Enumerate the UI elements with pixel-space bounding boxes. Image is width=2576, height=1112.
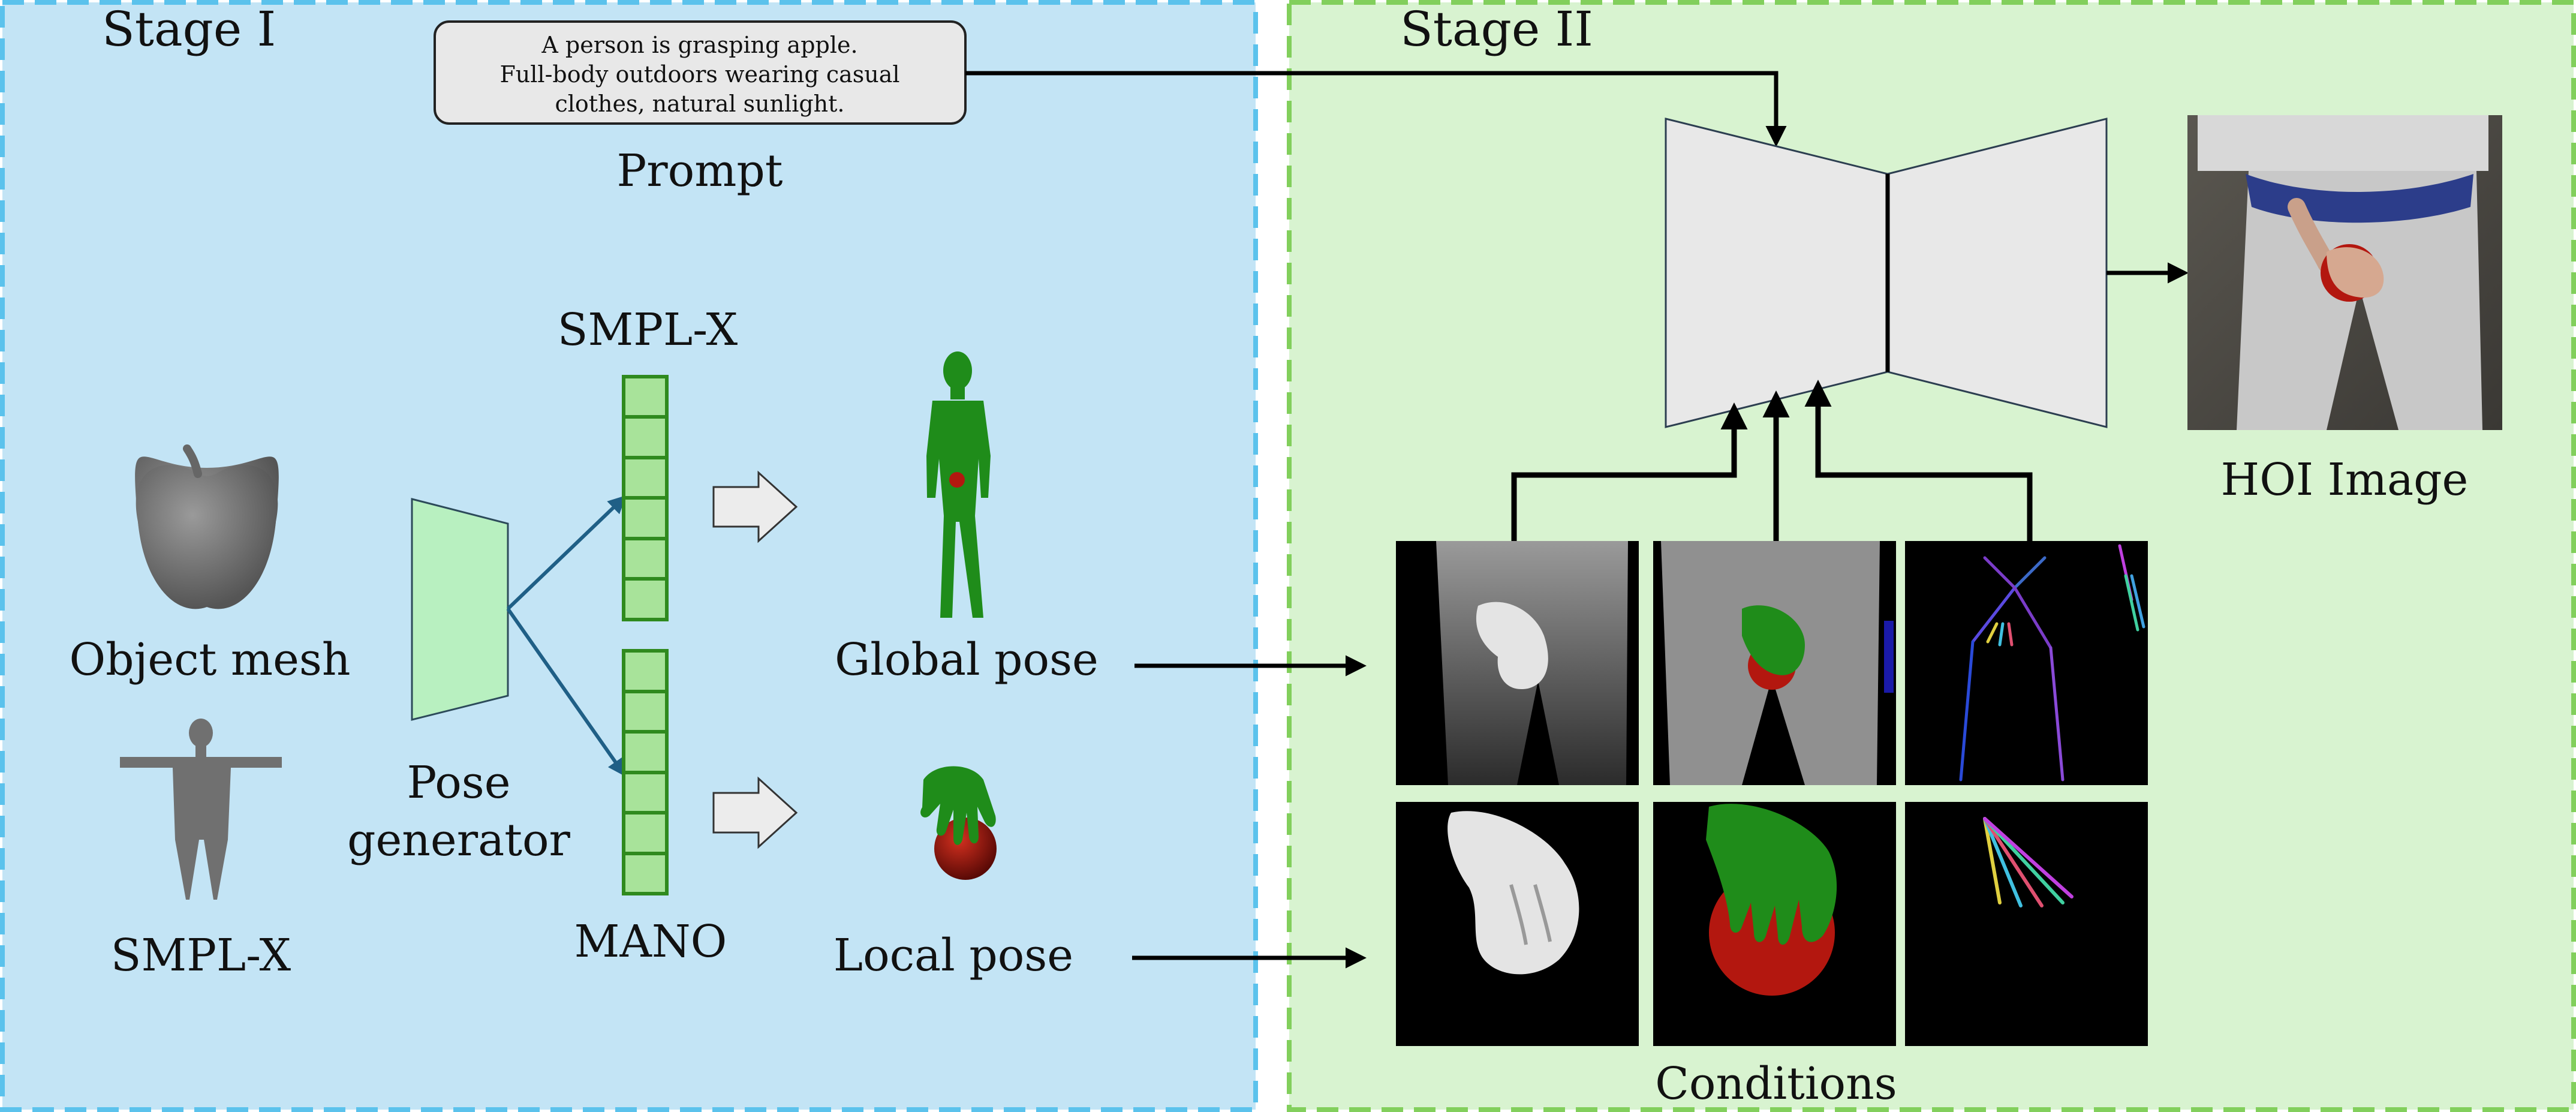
generator-to-smplx-arrow bbox=[506, 495, 627, 611]
pose-generator-block bbox=[411, 498, 509, 721]
pose-generator-label-2: generator bbox=[347, 815, 570, 866]
global-pose-body-icon bbox=[926, 351, 991, 618]
global-pose-label: Global pose bbox=[835, 634, 1099, 686]
pose-generator-label-1: Pose bbox=[407, 757, 510, 809]
smplx-param-vector bbox=[622, 375, 669, 621]
condition-mask-local bbox=[1653, 802, 1896, 1046]
prompt-label: Prompt bbox=[617, 145, 783, 197]
smplx-params-label: SMPL-X bbox=[558, 304, 738, 356]
global-block-arrow bbox=[712, 470, 798, 543]
mano-param-vector bbox=[622, 649, 669, 895]
smplx-body-icon bbox=[120, 719, 282, 900]
condition-keypoints-global bbox=[1905, 541, 2148, 785]
local-pose-hand-icon bbox=[920, 766, 997, 880]
hoi-image-label: HOI Image bbox=[2221, 454, 2469, 506]
diffusion-network-block bbox=[1665, 118, 2108, 428]
local-pose-label: Local pose bbox=[833, 930, 1073, 981]
local-block-arrow bbox=[712, 776, 798, 849]
condition-depth-global bbox=[1396, 541, 1639, 785]
condition-keypoints-local bbox=[1905, 802, 2148, 1046]
prompt-box: A person is grasping apple. Full-body ou… bbox=[434, 20, 967, 125]
condition-mask-global bbox=[1653, 541, 1896, 785]
prompt-line-2: Full-body outdoors wearing casual bbox=[499, 61, 899, 88]
generator-to-mano-arrow bbox=[506, 608, 626, 777]
prompt-line-3: clothes, natural sunlight. bbox=[555, 91, 844, 117]
stage2-title: Stage II bbox=[1400, 1, 1593, 57]
prompt-to-network-arrow bbox=[965, 71, 1787, 147]
object-mesh-label: Object mesh bbox=[69, 634, 350, 686]
condition-depth-local bbox=[1396, 802, 1639, 1046]
depth-condition-arrow bbox=[1511, 402, 1748, 541]
mano-params-label: MANO bbox=[574, 916, 727, 967]
prompt-line-1: A person is grasping apple. bbox=[541, 32, 857, 58]
smplx-input-label: SMPL-X bbox=[111, 930, 291, 981]
stage1-title: Stage I bbox=[102, 1, 276, 57]
keypoint-condition-arrow bbox=[1804, 380, 2033, 541]
conditions-label: Conditions bbox=[1655, 1058, 1897, 1110]
object-mesh-icon bbox=[135, 444, 279, 609]
hoi-output-image bbox=[2187, 115, 2502, 430]
